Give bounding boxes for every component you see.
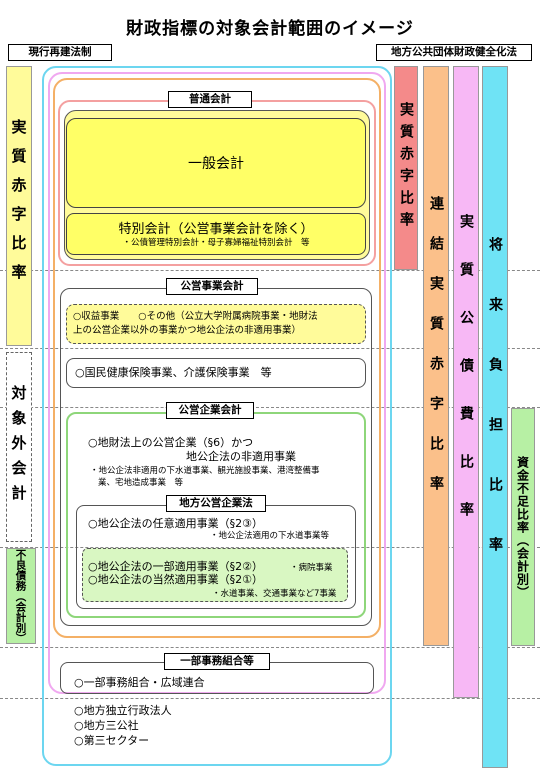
kokuho-kaigo-box: ○国民健康保険事業、介護保険事業 等 [66, 358, 366, 388]
tokubetsu-kaikei: 特別会計（公営事業会計を除く） ・公債管理特別会計・母子寡婦福祉特別会計 等 [66, 213, 366, 255]
outline-renketsu-akaji [53, 78, 381, 638]
ichibu-jimu-line: ○一部事務組合・広域連合 [74, 676, 205, 689]
koei-kigyo-label: 公営企業会計 [166, 402, 254, 419]
bar-left-jisshitsu-akaji: 実質赤字比率 [6, 66, 32, 346]
bar-right-shikin-fusoku: 資金不足比率（会計別） [511, 408, 535, 646]
header-new-law: 地方公共団体財政健全化法 [376, 44, 532, 61]
koei-jigyo-label: 公営事業会計 [166, 278, 258, 295]
separator-line [0, 698, 540, 699]
others-line1: ○地方独立行政法人 [74, 704, 172, 717]
bar-right-jisshitsu-kousai: 実質公債費比率 [453, 66, 479, 698]
bar-label: 不良債務（会計別） [14, 548, 27, 644]
shueki-line2: 上の公営企業以外の事業かつ地公企法の非適用事業） [73, 325, 302, 336]
others-line3: ○第三セクター [74, 734, 150, 747]
bar-right-shorai-futan: 将来負担比率 [482, 66, 508, 768]
ichibu-jimu-label: 一部事務組合等 [164, 653, 270, 670]
tokubetsu-kaikei-title: 特別会計（公営事業会計を除く） [118, 222, 314, 237]
shueki-sonota-box: ○収益事業 ○その他（公立大学附属病院事業・地財法 上の公営企業以外の事業かつ地… [66, 304, 366, 344]
bar-left-taishogai: 対象外会計 [6, 352, 32, 542]
bar-label: 資金不足比率（会計別） [515, 455, 530, 599]
chiko-ichibu-note: ・病院事業 [290, 563, 333, 573]
kokuho-line: ○国民健康保険事業、介護保険事業 等 [75, 366, 272, 379]
bar-label: 実質公債費比率 [458, 214, 474, 550]
bar-label: 実質赤字比率 [398, 102, 414, 234]
futsu-kaikei-label: 普通会計 [168, 91, 252, 108]
bar-label: 連結実質赤字比率 [428, 196, 444, 516]
chiko-nini: ○地公企法の任意適用事業（§2③） [88, 517, 263, 530]
tokubetsu-kaikei-note: ・公債管理特別会計・母子寡婦福祉特別会計 等 [122, 238, 310, 248]
koei-kigyo-note1: ・地公企法非適用の下水道事業、観光施設事業、港湾整備事 [90, 466, 320, 476]
page-title: 財政指標の対象会計範囲のイメージ [126, 19, 414, 39]
shueki-line1: ○収益事業 ○その他（公立大学附属病院事業・地財法 [73, 311, 318, 322]
chiko-tekiyo-box [82, 548, 348, 602]
header-current-law: 現行再建法制 [8, 44, 112, 61]
others-line2: ○地方三公社 [74, 719, 139, 732]
separator-line [0, 348, 540, 349]
bar-left-furyo-saimu: 不良債務（会計別） [6, 548, 36, 644]
koei-kigyo-note2: 業、宅地造成事業 等 [98, 478, 184, 488]
outline-shorai-futan [42, 66, 392, 766]
chiko-label: 地方公営企業法 [166, 495, 266, 512]
ippan-kaikei: 一般会計 [66, 118, 366, 208]
chiko-tozen: ○地公企法の当然適用事業（§2①） [88, 573, 263, 586]
bar-label: 将来負担比率 [487, 237, 503, 597]
separator-line [0, 647, 540, 648]
separator-line [0, 407, 540, 408]
bar-label: 対象外会計 [9, 384, 28, 510]
koei-kigyo-line1: ○地財法上の公営企業（§6）かつ [88, 436, 254, 449]
koei-kigyo-line2: 地公企法の非適用事業 [186, 450, 296, 463]
bar-label: 実質赤字比率 [9, 119, 28, 293]
bar-right-renketsu-akaji: 連結実質赤字比率 [423, 66, 449, 646]
chiko-tozen-note: ・水道事業、交通事業など7事業 [212, 589, 337, 599]
chiko-ichibu: ○地公企法の一部適用事業（§2②） [88, 560, 263, 573]
separator-line [0, 547, 540, 548]
bar-right-jisshitsu-akaji: 実質赤字比率 [394, 66, 418, 270]
separator-line [0, 270, 540, 271]
chiko-nini-note: ・地公企法適用の下水道事業等 [210, 531, 330, 541]
